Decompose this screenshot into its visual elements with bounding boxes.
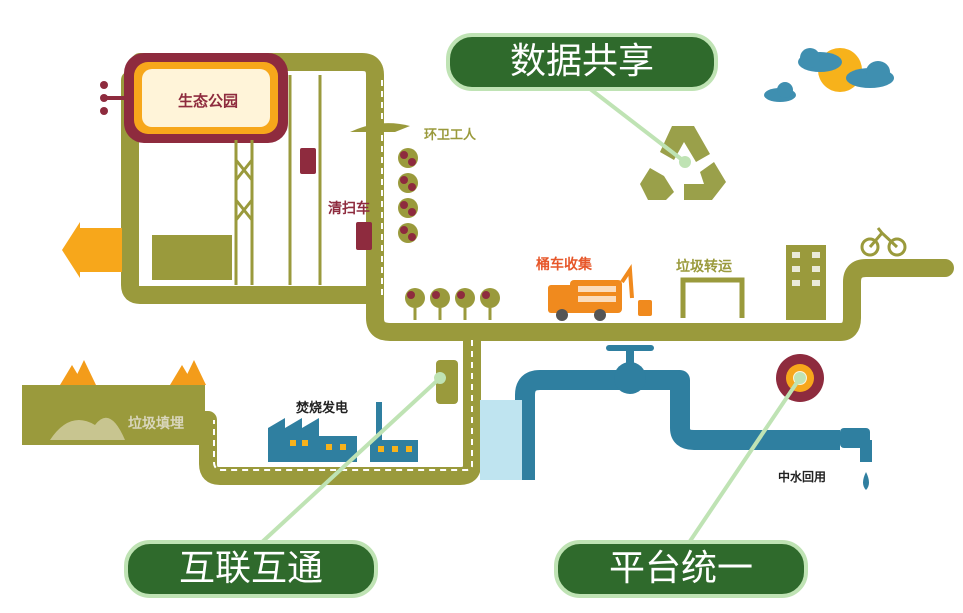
label-park: 生态公园 <box>178 92 239 110</box>
callout-interconnection: 互联互通 <box>124 540 378 598</box>
label-water-reuse: 中水回用 <box>778 470 827 484</box>
tower-structure-icon <box>234 75 322 285</box>
label-sanitation-workers: 环卫工人 <box>424 128 477 143</box>
label-transfer: 垃圾转运 <box>676 259 732 275</box>
callout-platform-unified: 平台统一 <box>554 540 808 598</box>
label-landfill: 垃圾填埋 <box>128 416 184 432</box>
faucet-icon <box>840 428 872 462</box>
road-network <box>41 53 954 485</box>
cloud-icon <box>764 48 894 102</box>
sanitation-worker-icon <box>350 123 410 132</box>
callout-dots <box>434 156 806 384</box>
garbage-truck-icon <box>548 264 652 321</box>
label-sweeper: 清扫车 <box>328 201 370 217</box>
water-waves <box>480 400 522 480</box>
water-drop-icon <box>863 472 869 490</box>
park-connector-icon <box>100 81 124 115</box>
left-arrow-icon <box>62 222 122 278</box>
bicycle-icon <box>860 227 907 257</box>
label-incineration: 焚烧发电 <box>296 401 349 416</box>
callout-lines <box>246 83 802 557</box>
sweeper-truck-icon <box>300 148 372 250</box>
road-vehicle-icon <box>436 360 458 404</box>
label-bin-collection: 桶车收集 <box>536 257 592 273</box>
road-dashes <box>213 80 473 471</box>
valve-icon <box>606 345 654 394</box>
landfill-mound-icon <box>50 417 125 440</box>
building-icon <box>152 235 232 280</box>
water-pipe <box>515 370 840 480</box>
pine-trees-icon <box>60 360 206 385</box>
callout-data-sharing: 数据共享 <box>446 33 718 91</box>
fruit-trees-icon <box>398 148 500 320</box>
transfer-station-icon <box>680 277 745 318</box>
